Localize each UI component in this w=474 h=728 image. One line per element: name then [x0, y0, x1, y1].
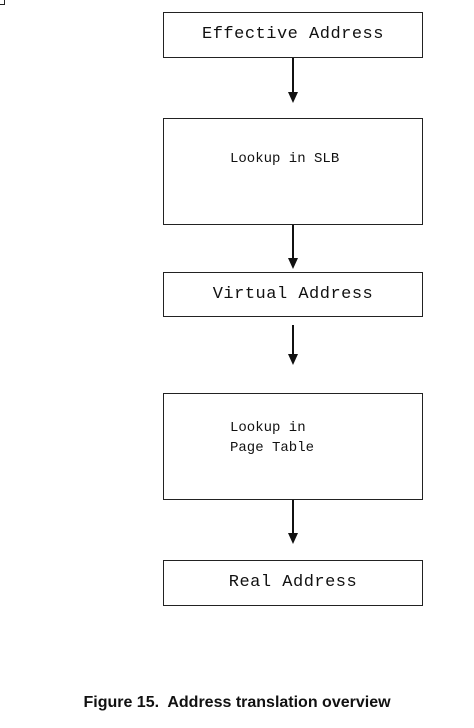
real-address-box: Real Address [163, 560, 423, 606]
lookup-page-table-box: Lookup in Page Table [163, 393, 423, 500]
arrow-head-virtual-to-page-table [287, 354, 298, 365]
lookup-page-table-label-line1: Lookup in [230, 420, 306, 436]
virtual-address-box: Virtual Address [163, 272, 423, 317]
effective-address-box: Effective Address [163, 12, 423, 58]
lookup-page-table-label-line2: Page Table [230, 440, 315, 456]
arrow-slb-to-virtual [292, 225, 294, 259]
arrow-effective-to-slb [292, 58, 294, 93]
figure-caption: Figure 15. Address translation overview [83, 694, 391, 711]
lookup-slb-box: Lookup in SLB [163, 118, 423, 225]
effective-address-label: Effective Address [202, 25, 384, 44]
arrow-head-effective-to-slb [287, 92, 298, 103]
arrow-head-page-table-to-real [287, 533, 298, 544]
arrow-page-table-to-real [292, 500, 294, 534]
arrow-virtual-to-page-table [292, 325, 294, 355]
lookup-slb-label: Lookup in SLB [230, 151, 340, 167]
virtual-address-label: Virtual Address [212, 285, 374, 304]
real-address-label: Real Address [228, 573, 358, 592]
arrow-head-slb-to-virtual [287, 258, 298, 269]
corner-mark [0, 0, 5, 5]
